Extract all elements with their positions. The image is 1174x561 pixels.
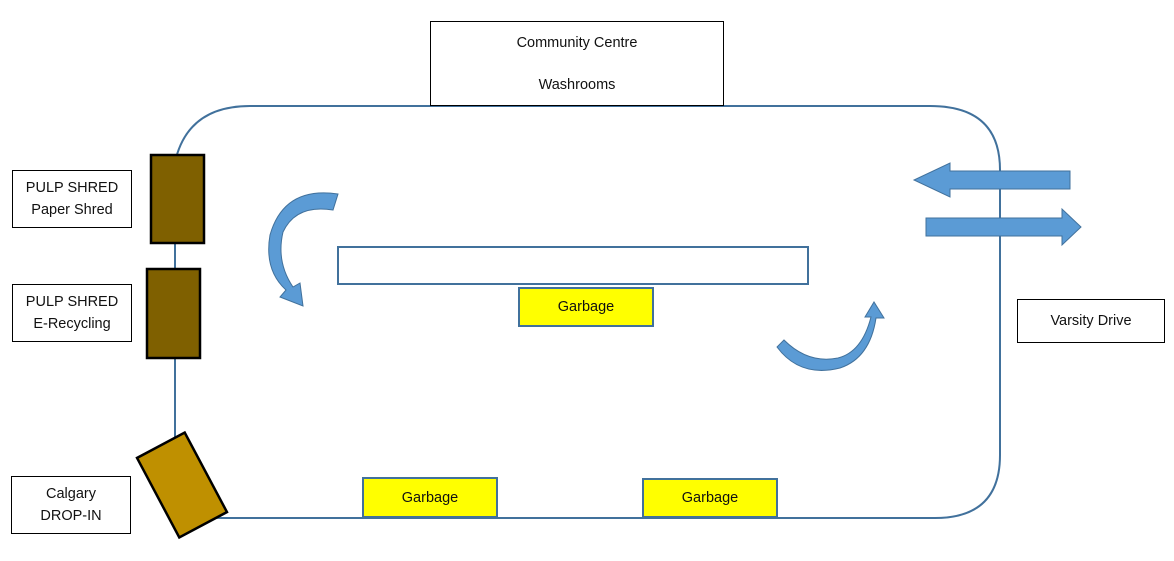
exit-arrow-left-icon <box>912 162 1071 198</box>
varsity-drive-label: Varsity Drive <box>1017 299 1165 343</box>
garbage-text: Garbage <box>401 489 459 506</box>
varsity-drive-text: Varsity Drive <box>1050 313 1132 329</box>
community-centre-label: Community Centre Washrooms <box>430 21 724 106</box>
drop-in-text: DROP-IN <box>40 508 102 524</box>
garbage-bin-island: Garbage <box>518 287 654 327</box>
paper-shred-label: PULP SHRED Paper Shred <box>12 170 132 228</box>
flow-arrow-curved-up-icon <box>776 301 885 371</box>
garbage-bin-bottom-left: Garbage <box>362 477 498 518</box>
garbage-bin-bottom-right: Garbage <box>642 478 778 518</box>
e-recycling-text: E-Recycling <box>33 316 111 332</box>
flow-arrow-curved-down-icon <box>268 192 339 307</box>
drop-in-label: Calgary DROP-IN <box>11 476 131 534</box>
pulp-shred-text: PULP SHRED <box>25 180 119 196</box>
e-recycling-label: PULP SHRED E-Recycling <box>12 284 132 342</box>
washrooms-text: Washrooms <box>538 76 616 93</box>
community-centre-text: Community Centre <box>516 34 638 51</box>
garbage-text: Garbage <box>681 490 739 506</box>
calgary-text: Calgary <box>46 486 96 502</box>
garbage-text: Garbage <box>557 299 615 315</box>
paper-shred-bin <box>149 153 206 245</box>
paper-shred-text: Paper Shred <box>31 202 113 218</box>
pulp-shred-text: PULP SHRED <box>25 294 119 310</box>
e-recycling-bin <box>145 267 202 360</box>
drop-in-bin <box>135 430 229 540</box>
centre-island <box>337 246 809 285</box>
entry-arrow-right-icon <box>925 207 1082 247</box>
